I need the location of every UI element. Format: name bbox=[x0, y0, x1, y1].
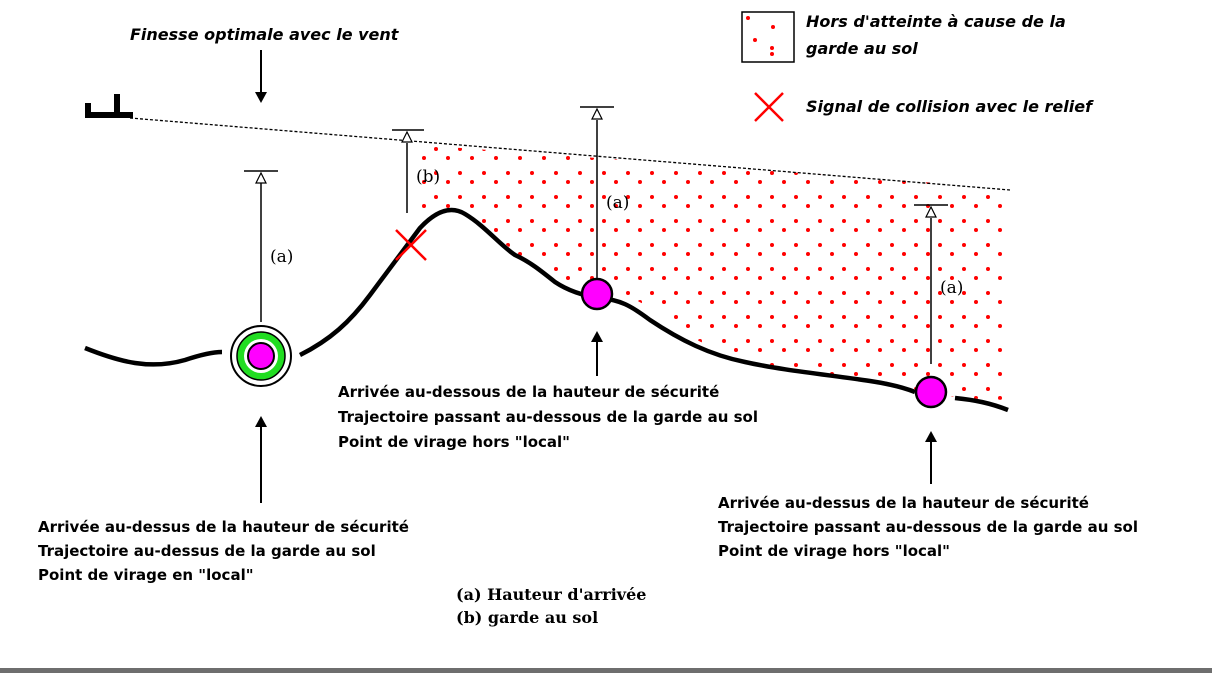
svg-text:Trajectoire au-dessus de la ga: Trajectoire au-dessus de la garde au sol bbox=[38, 542, 376, 560]
svg-text:Point de virage hors "local": Point de virage hors "local" bbox=[718, 542, 950, 560]
marker-b-mid: (b) bbox=[416, 167, 440, 187]
key-a: (a) Hauteur d'arrivée bbox=[456, 585, 646, 604]
bottom-divider bbox=[0, 668, 1212, 673]
legend-collision-icon bbox=[754, 92, 784, 122]
legend-dots-swatch bbox=[741, 11, 795, 63]
turnpoint-local bbox=[230, 325, 292, 387]
svg-text:Arrivée au-dessous de la haute: Arrivée au-dessous de la hauteur de sécu… bbox=[338, 383, 719, 401]
arrival-height-marker-middle bbox=[580, 106, 614, 279]
turnpoint-right bbox=[914, 375, 948, 409]
ground-clearance-marker bbox=[392, 129, 424, 213]
collision-signal-icon bbox=[395, 229, 427, 261]
glide-path-line bbox=[129, 117, 1011, 191]
glide-label: Finesse optimale avec le vent bbox=[130, 25, 400, 44]
glider-icon bbox=[85, 94, 133, 118]
arrival-height-marker-right bbox=[914, 204, 948, 364]
caption-middle: Arrivée au-dessous de la hauteur de sécu… bbox=[338, 383, 758, 451]
svg-text:Arrivée au-dessus de la hauteu: Arrivée au-dessus de la hauteur de sécur… bbox=[718, 494, 1089, 512]
glide-label-arrow bbox=[255, 50, 267, 103]
right-caption-arrow bbox=[925, 431, 937, 484]
legend-dots-label-line1: Hors d'atteinte à cause de la bbox=[806, 12, 1066, 31]
terrain-left bbox=[84, 345, 223, 367]
turnpoint-middle bbox=[580, 277, 614, 311]
svg-text:Trajectoire passant au-dessous: Trajectoire passant au-dessous de la gar… bbox=[338, 408, 758, 426]
marker-a-mid: (a) bbox=[606, 193, 629, 213]
terrain-right bbox=[954, 395, 1009, 413]
left-caption-arrow bbox=[255, 416, 267, 503]
caption-right: Arrivée au-dessus de la hauteur de sécur… bbox=[718, 494, 1138, 560]
svg-text:Point de virage hors "local": Point de virage hors "local" bbox=[338, 433, 570, 451]
legend-collision-label: Signal de collision avec le relief bbox=[806, 97, 1094, 116]
svg-text:Arrivée au-dessus de la hauteu: Arrivée au-dessus de la hauteur de sécur… bbox=[38, 518, 409, 536]
marker-a-left: (a) bbox=[270, 247, 293, 267]
marker-a-right: (a) bbox=[940, 278, 963, 298]
unreachable-zone bbox=[420, 145, 1005, 400]
key-b: (b) garde au sol bbox=[456, 608, 598, 627]
caption-left: Arrivée au-dessus de la hauteur de sécur… bbox=[38, 518, 409, 584]
middle-caption-arrow bbox=[591, 331, 603, 376]
svg-text:Point de virage en "local": Point de virage en "local" bbox=[38, 566, 254, 584]
legend-dots-label-line2: garde au sol bbox=[806, 39, 918, 58]
svg-text:Trajectoire passant au-dessous: Trajectoire passant au-dessous de la gar… bbox=[718, 518, 1138, 536]
arrival-height-marker-left bbox=[244, 170, 278, 322]
